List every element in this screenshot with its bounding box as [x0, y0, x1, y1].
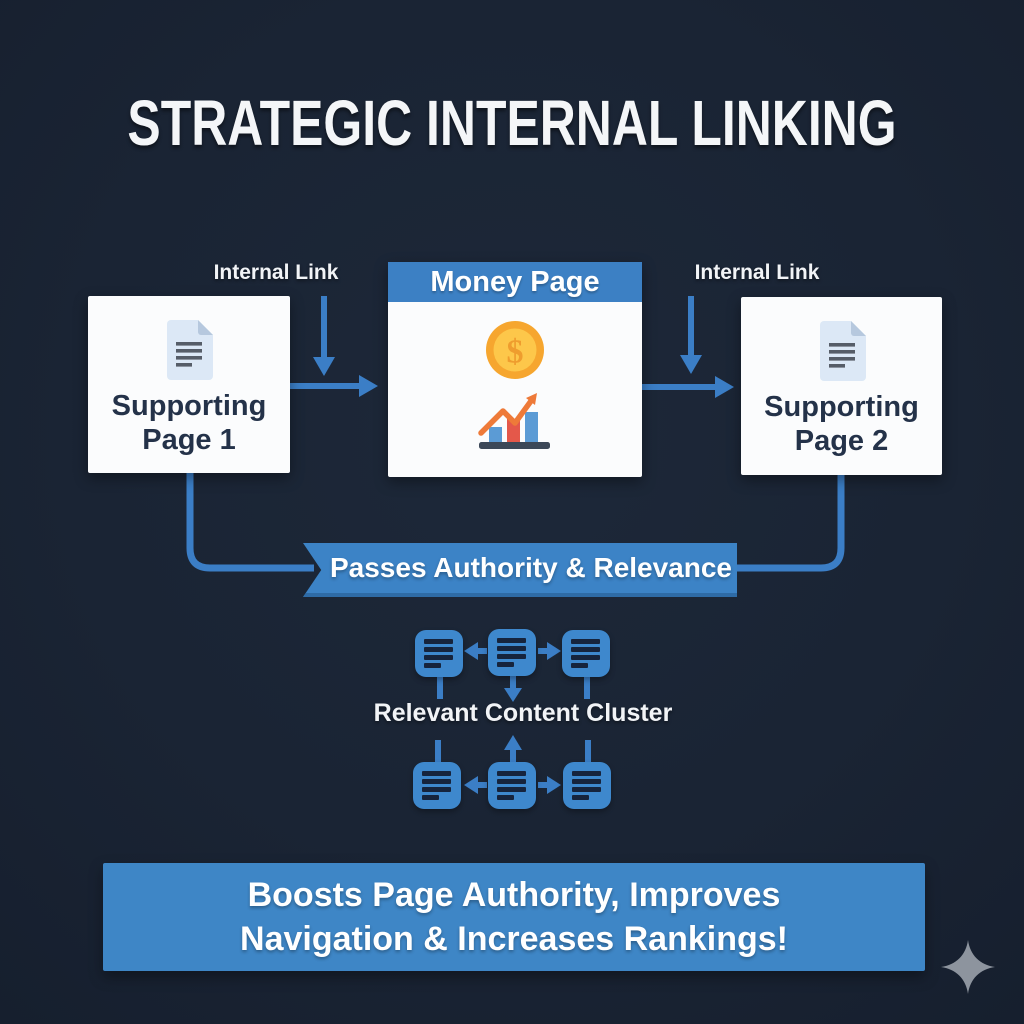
- arrowhead-up-icon: [504, 735, 522, 750]
- page-title: STRATEGIC INTERNAL LINKING: [127, 87, 897, 159]
- arrowhead-down-icon: [680, 355, 702, 374]
- content-page-node-icon: [563, 762, 611, 809]
- benefits-line-2: Navigation & Increases Rankings!: [240, 920, 788, 958]
- authority-ribbon-label: Passes Authority & Relevance: [329, 552, 733, 583]
- growth-bar-chart-icon: [478, 393, 550, 449]
- arrowhead-down-icon: [313, 357, 335, 376]
- content-page-node-icon: [562, 630, 610, 677]
- supporting-page-1-label: Supporting Page 1: [111, 390, 267, 456]
- authority-ribbon: Passes Authority & Relevance: [303, 543, 737, 597]
- connector-page2-to-ribbon: [737, 468, 845, 572]
- money-page-header: Money Page: [388, 262, 642, 302]
- content-page-node-icon: [413, 762, 461, 809]
- arrowhead-right-icon: [547, 776, 561, 794]
- money-page-body: $: [388, 302, 642, 452]
- content-page-node-icon: [488, 629, 536, 676]
- arrowhead-right-icon: [359, 375, 378, 397]
- document-icon: [819, 321, 866, 381]
- content-page-node-icon: [415, 630, 463, 677]
- internal-link-label-right: Internal Link: [694, 261, 820, 284]
- supporting-page-1-card: Supporting Page 1: [88, 296, 290, 473]
- cluster-label: Relevant Content Cluster: [373, 699, 673, 727]
- connector-page1-to-ribbon: [186, 468, 314, 572]
- dollar-symbol: $: [507, 334, 524, 371]
- supporting-page-2-card: Supporting Page 2: [741, 297, 942, 475]
- supporting-page-2-label: Supporting Page 2: [764, 391, 919, 457]
- arrowhead-left-icon: [464, 776, 478, 794]
- content-page-node-icon: [488, 762, 536, 809]
- arrowhead-left-icon: [464, 642, 478, 660]
- arrowhead-down-icon: [504, 688, 522, 702]
- document-icon: [167, 320, 213, 380]
- internal-link-label-left: Internal Link: [213, 261, 339, 284]
- dollar-coin-icon: $: [486, 321, 544, 379]
- money-page-label: Money Page: [430, 265, 600, 298]
- arrowhead-right-icon: [715, 376, 734, 398]
- benefits-banner: Boosts Page Authority, Improves Navigati…: [103, 863, 925, 971]
- sparkle-icon: [941, 940, 995, 994]
- benefits-line-1: Boosts Page Authority, Improves: [247, 876, 781, 914]
- money-page-card: Money Page $: [388, 262, 642, 477]
- arrowhead-right-icon: [547, 642, 561, 660]
